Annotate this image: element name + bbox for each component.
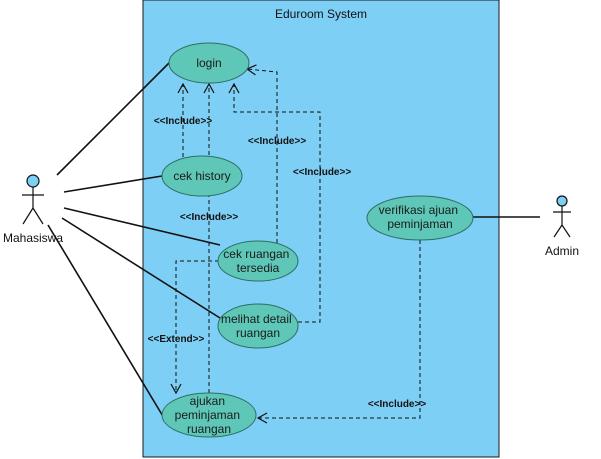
include-arrow-cek-ruangan-login <box>245 64 278 243</box>
actor-mahasiswa-label: Mahasiswa <box>3 231 63 245</box>
include-label-verifikasi-ajukan: <<Include>> <box>368 399 427 410</box>
association-mahasiswa-ajukan <box>47 224 165 419</box>
usecase-ajukan-label: ajukan peminjaman ruangan <box>175 394 244 436</box>
include-label-cek-ruangan-login: <<Include>> <box>248 136 307 147</box>
usecase-melihat-detail-line-1: melihat detail <box>221 312 292 326</box>
usecase-login[interactable]: login <box>168 42 250 84</box>
usecase-login-shape <box>168 42 250 84</box>
usecase-verifikasi-label: verifikasi ajuan peminjaman <box>379 203 462 231</box>
association-mahasiswa-login <box>56 61 171 176</box>
extend-label-cek-ajukan: <<Extend>> <box>148 334 205 345</box>
usecase-ajukan-shape <box>161 392 257 438</box>
actor-admin-leg-left <box>553 224 563 238</box>
actor-admin-label: Admin <box>545 244 579 258</box>
actor-admin-head <box>556 195 568 207</box>
dependencies <box>170 64 421 424</box>
usecase-cek-ruangan-label: cek ruangan tersedia <box>223 247 292 275</box>
actor-admin[interactable] <box>553 195 571 238</box>
actor-mahasiswa[interactable] <box>22 174 44 225</box>
include-label-detail-login: <<Include>> <box>293 167 352 178</box>
use-cases: login cek history cek ruangan tersedia m… <box>161 42 474 438</box>
associations <box>47 61 540 419</box>
usecase-cek-ruangan-line-2: tersedia <box>237 261 280 275</box>
usecase-melihat-detail-ruangan[interactable]: melihat detail ruangan <box>217 303 299 349</box>
system-title: Eduroom System <box>275 7 367 21</box>
usecase-verifikasi-ajuan-peminjaman[interactable]: verifikasi ajuan peminjaman <box>366 195 474 241</box>
usecase-cek-history-label: cek history <box>173 169 230 183</box>
usecase-ajukan-line-2: peminjaman <box>175 408 240 422</box>
actor-mahasiswa-leg-left <box>22 207 34 225</box>
usecase-cek-ruangan-tersedia[interactable]: cek ruangan tersedia <box>217 240 299 282</box>
include-arrow-detail-login <box>228 82 321 323</box>
usecase-login-label: login <box>196 56 221 70</box>
usecase-ajukan-line-1: ajukan <box>190 394 225 408</box>
usecase-ajukan-line-3: ruangan <box>187 422 231 436</box>
usecase-cek-history-shape <box>161 155 243 197</box>
usecase-login-line: login <box>196 56 221 70</box>
actor-admin-leg-right <box>561 224 571 238</box>
usecase-verifikasi-line-1: verifikasi ajuan <box>379 203 458 217</box>
association-mahasiswa-cek-ruangan <box>63 207 221 246</box>
usecase-cek-ruangan-line-1: cek ruangan <box>223 247 289 261</box>
include-arrow-verifikasi-ajukan <box>256 240 421 424</box>
usecase-verifikasi-shape <box>366 195 474 241</box>
usecase-cek-history-line: cek history <box>173 169 230 183</box>
usecase-melihat-detail-line-2: ruangan <box>236 326 280 340</box>
actor-mahasiswa-leg-right <box>32 207 44 225</box>
relation-labels: <<Include>> <<Include>> <<Include>> <<In… <box>148 116 427 410</box>
usecase-cek-history[interactable]: cek history <box>161 155 243 197</box>
association-mahasiswa-melihat-detail <box>61 217 221 319</box>
actor-mahasiswa-head <box>26 174 40 188</box>
usecase-melihat-detail-shape <box>217 303 299 349</box>
extend-arrow-cek-ajukan <box>170 260 219 395</box>
usecase-melihat-detail-label: melihat detail ruangan <box>221 312 295 340</box>
usecase-verifikasi-line-2: peminjaman <box>387 217 452 231</box>
association-mahasiswa-cek-history <box>63 175 163 193</box>
usecase-ajukan-peminjaman-ruangan[interactable]: ajukan peminjaman ruangan <box>161 392 257 438</box>
include-label-ajukan-login: <<Include>> <box>180 212 239 223</box>
include-label-history-login: <<Include>> <box>154 116 213 127</box>
usecase-cek-ruangan-shape <box>217 240 299 282</box>
